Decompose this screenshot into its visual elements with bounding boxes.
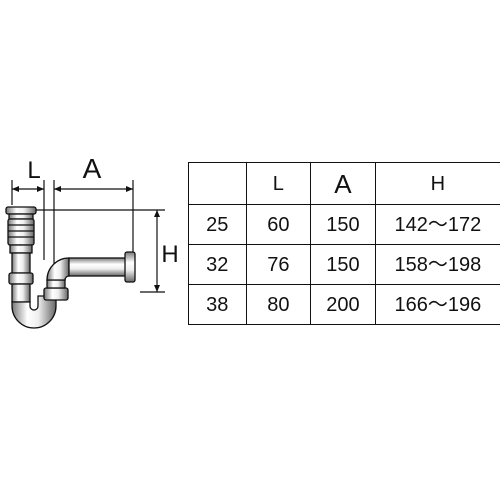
slip-nut bbox=[8, 272, 34, 285]
cell-h: 142～172 bbox=[374, 204, 500, 245]
wall-flange bbox=[124, 251, 136, 283]
cell-size: 25 bbox=[188, 204, 247, 245]
cell-l: 76 bbox=[245, 244, 312, 285]
cell-l: 80 bbox=[245, 284, 312, 325]
cell-a: 200 bbox=[310, 284, 376, 325]
header-cell-a: A bbox=[310, 162, 376, 205]
cell-size: 38 bbox=[188, 284, 247, 325]
dimension-label-l: L bbox=[27, 157, 40, 184]
cell-l: 60 bbox=[245, 204, 312, 245]
cell-h: 158～198 bbox=[374, 244, 500, 285]
threaded-body bbox=[7, 218, 35, 246]
table-row: 25 60 150 142～172 bbox=[188, 204, 500, 245]
drain-cap bbox=[5, 206, 37, 215]
dimension-lines bbox=[11, 180, 165, 293]
trap-nut bbox=[43, 287, 69, 301]
cell-a: 150 bbox=[310, 244, 376, 285]
cell-h: 166～196 bbox=[374, 284, 500, 325]
header-cell-h: H bbox=[374, 162, 500, 205]
dimension-label-a: A bbox=[83, 153, 102, 184]
table-header-row: L A H bbox=[188, 162, 500, 205]
table-row: 38 80 200 166～196 bbox=[188, 284, 500, 325]
table-row: 32 76 150 158～198 bbox=[188, 244, 500, 285]
p-trap-pipe bbox=[5, 206, 136, 329]
u-bend bbox=[11, 295, 57, 329]
elbow bbox=[46, 257, 70, 281]
horizontal-arm bbox=[68, 257, 128, 277]
lock-nut bbox=[9, 244, 33, 254]
header-cell-size bbox=[188, 162, 247, 205]
header-cell-l: L bbox=[245, 162, 312, 205]
size-table: L A H 25 60 150 142～172 32 76 150 158～19… bbox=[188, 162, 500, 325]
cell-a: 150 bbox=[310, 204, 376, 245]
dimension-arrowheads bbox=[12, 186, 160, 292]
dimension-label-h: H bbox=[161, 241, 178, 268]
cell-size: 32 bbox=[188, 244, 247, 285]
